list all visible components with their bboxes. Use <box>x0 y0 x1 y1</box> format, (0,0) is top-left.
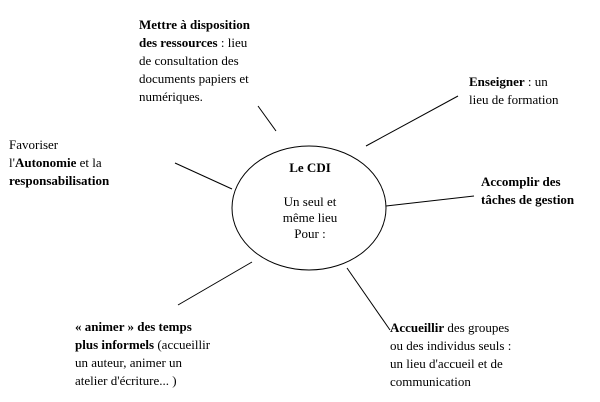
ressources-rest-2: : lieu <box>217 35 248 50</box>
enseigner-bold-1: Enseigner <box>469 74 525 89</box>
center-line-2: même lieu <box>282 210 338 225</box>
accueillir-line-2: ou des individus seuls : <box>390 338 512 353</box>
autonomie-bold-2: Autonomie <box>14 155 77 170</box>
autonomie-rest-2: et la <box>76 155 102 170</box>
center-label: Le CDI Un seul et même lieu Pour : <box>235 150 385 242</box>
node-accueillir: Accueillir des groupes ou des individus … <box>390 319 511 391</box>
animer-bold-2: plus informels <box>75 337 155 352</box>
enseigner-line-2: lieu de formation <box>469 92 559 107</box>
connector-gestion <box>385 195 475 207</box>
accueillir-rest-1: des groupes <box>444 320 510 335</box>
node-gestion: Accomplir des tâches de gestion <box>481 173 574 209</box>
ressources-line-5: numériques. <box>139 89 203 104</box>
animer-line-4: atelier d'écriture... ) <box>75 373 177 388</box>
node-animer: « animer » des temps plus informels (acc… <box>75 318 210 390</box>
connector-autonomie <box>174 162 233 190</box>
node-autonomie: Favoriser l'Autonomie et la responsabili… <box>9 136 109 190</box>
enseigner-rest-1: : un <box>524 74 548 89</box>
animer-bold-1: « animer » des temps <box>75 319 192 334</box>
node-ressources: Mettre à disposition des ressources : li… <box>139 16 250 106</box>
connector-accueillir <box>346 267 391 331</box>
animer-line-3: un auteur, animer un <box>75 355 183 370</box>
node-enseigner: Enseigner : un lieu de formation <box>469 73 559 109</box>
connector-ressources <box>257 105 277 132</box>
autonomie-pre-2: l' <box>9 155 15 170</box>
accueillir-line-3: un lieu d'accueil et de <box>390 356 503 371</box>
center-ellipse <box>231 145 387 271</box>
autonomie-bold-3: responsabilisation <box>9 173 110 188</box>
center-line-3: Pour : <box>294 226 326 241</box>
accueillir-line-4: communication <box>390 374 471 389</box>
connector-enseigner <box>365 95 459 147</box>
ressources-bold-2: des ressources <box>139 35 218 50</box>
ressources-line-3: de consultation des <box>139 53 239 68</box>
ressources-bold-1: Mettre à disposition <box>139 17 250 32</box>
gestion-bold-2: tâches de gestion <box>481 192 575 207</box>
connector-animer <box>177 261 253 306</box>
center-title: Le CDI <box>289 160 331 175</box>
animer-rest-2: (accueillir <box>154 337 211 352</box>
autonomie-line-1: Favoriser <box>9 137 59 152</box>
gestion-bold-1: Accomplir des <box>481 174 561 189</box>
accueillir-bold-1: Accueillir <box>390 320 445 335</box>
ressources-line-4: documents papiers et <box>139 71 249 86</box>
center-line-1: Un seul et <box>283 194 337 209</box>
